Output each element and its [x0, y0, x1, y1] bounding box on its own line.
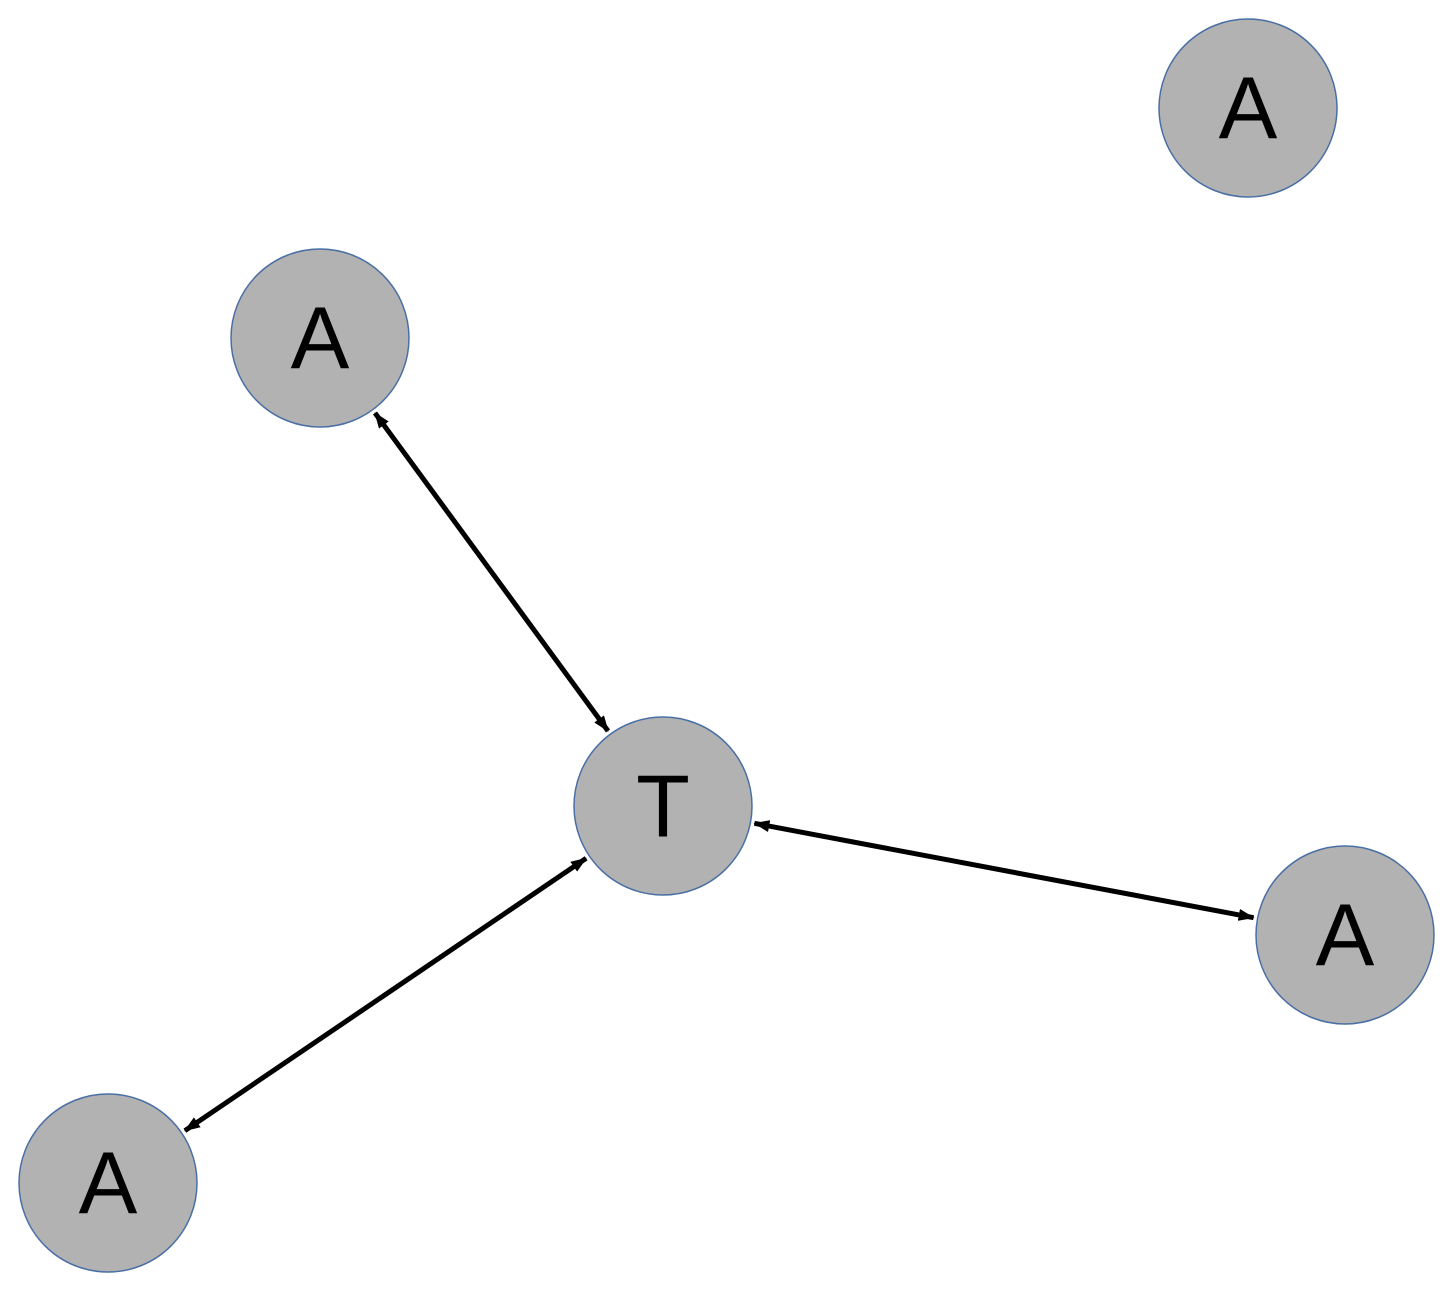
node-top-right-a[interactable]: A — [1158, 18, 1338, 198]
node-bottom-left-a[interactable]: A — [18, 1093, 198, 1273]
node-right-a[interactable]: A — [1255, 845, 1435, 1025]
node-circle — [18, 1093, 198, 1273]
node-label: T — [636, 757, 690, 856]
node-label: A — [1316, 886, 1375, 985]
node-circle — [1158, 18, 1338, 198]
node-circle — [1255, 845, 1435, 1025]
nodes-layer: A A T A A — [18, 18, 1435, 1273]
node-center-t[interactable]: T — [573, 716, 753, 896]
node-label: A — [79, 1134, 138, 1233]
edges-layer — [183, 411, 1255, 1133]
node-circle — [573, 716, 753, 896]
node-upper-left-a[interactable]: A — [230, 248, 410, 428]
edge-t-to-upper-left-a — [372, 411, 611, 733]
node-label: A — [291, 289, 350, 388]
node-circle — [230, 248, 410, 428]
edge-t-to-right-a — [753, 820, 1255, 921]
edge-t-to-bottom-left-a — [183, 856, 588, 1133]
node-label: A — [1219, 59, 1278, 158]
